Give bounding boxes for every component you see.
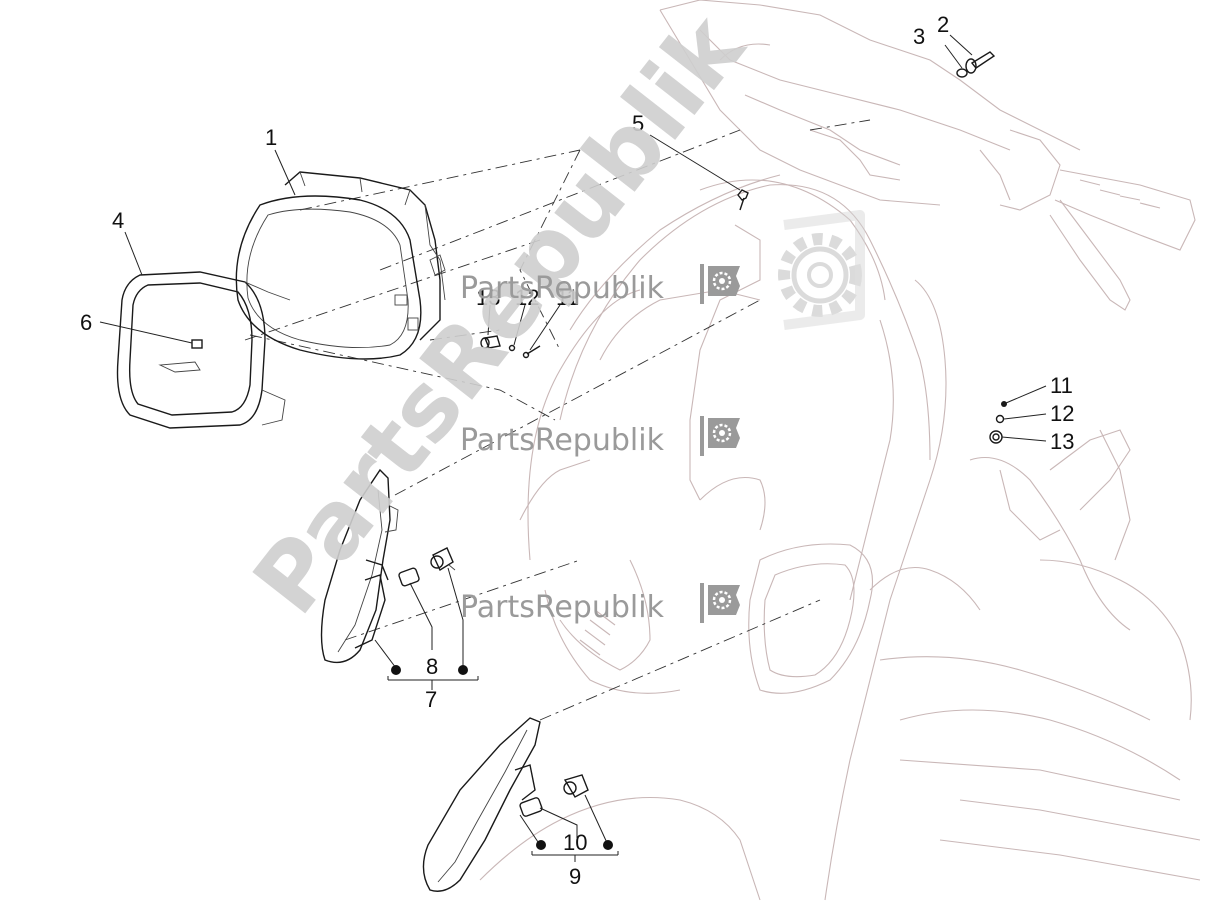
watermark-layer: PartsRepublik PartsRepublik PartsRepubli… (233, 0, 865, 634)
callout-12-right: 12 (1050, 401, 1074, 426)
headlight-assembly (235, 171, 446, 360)
callout-5: 5 (632, 111, 644, 136)
headlight-rim (116, 271, 291, 429)
callout-8: 8 (426, 654, 438, 679)
callout-13-right: 13 (1050, 429, 1074, 454)
callout-3: 3 (913, 24, 925, 49)
gear-flag-icon (700, 583, 740, 623)
front-indicator-lower (422, 717, 589, 892)
callout-7: 7 (425, 687, 437, 712)
gear-flag-icon (700, 416, 740, 456)
scooter-body-outline (479, 0, 1201, 901)
callout-12-left: 12 (515, 285, 539, 310)
gear-icon (778, 210, 865, 330)
callout-1: 1 (265, 125, 277, 150)
gear-flag-icon (700, 264, 740, 304)
callout-numbers: 1 2 3 4 5 6 13 12 11 11 12 13 8 7 10 9 (80, 12, 1074, 889)
watermark-text-mid: PartsRepublik (460, 423, 665, 458)
fasteners (480, 51, 1007, 444)
callout-11-right: 11 (1050, 373, 1073, 398)
callout-9: 9 (569, 864, 581, 889)
callout-4: 4 (112, 208, 124, 233)
watermark-diagonal: PartsRepublik (233, 0, 765, 634)
callout-13-left: 13 (476, 285, 500, 310)
callout-11-left: 11 (556, 285, 579, 310)
bullet-dots (391, 665, 613, 850)
leader-lines (99, 34, 1047, 862)
watermark-text-top: PartsRepublik (460, 271, 665, 306)
assembly-lines (244, 119, 871, 721)
front-indicator-upper (320, 468, 456, 664)
callout-6: 6 (80, 310, 92, 335)
callout-2: 2 (937, 12, 949, 37)
callout-10: 10 (563, 830, 587, 855)
watermark-text-bottom: PartsRepublik (460, 590, 665, 625)
